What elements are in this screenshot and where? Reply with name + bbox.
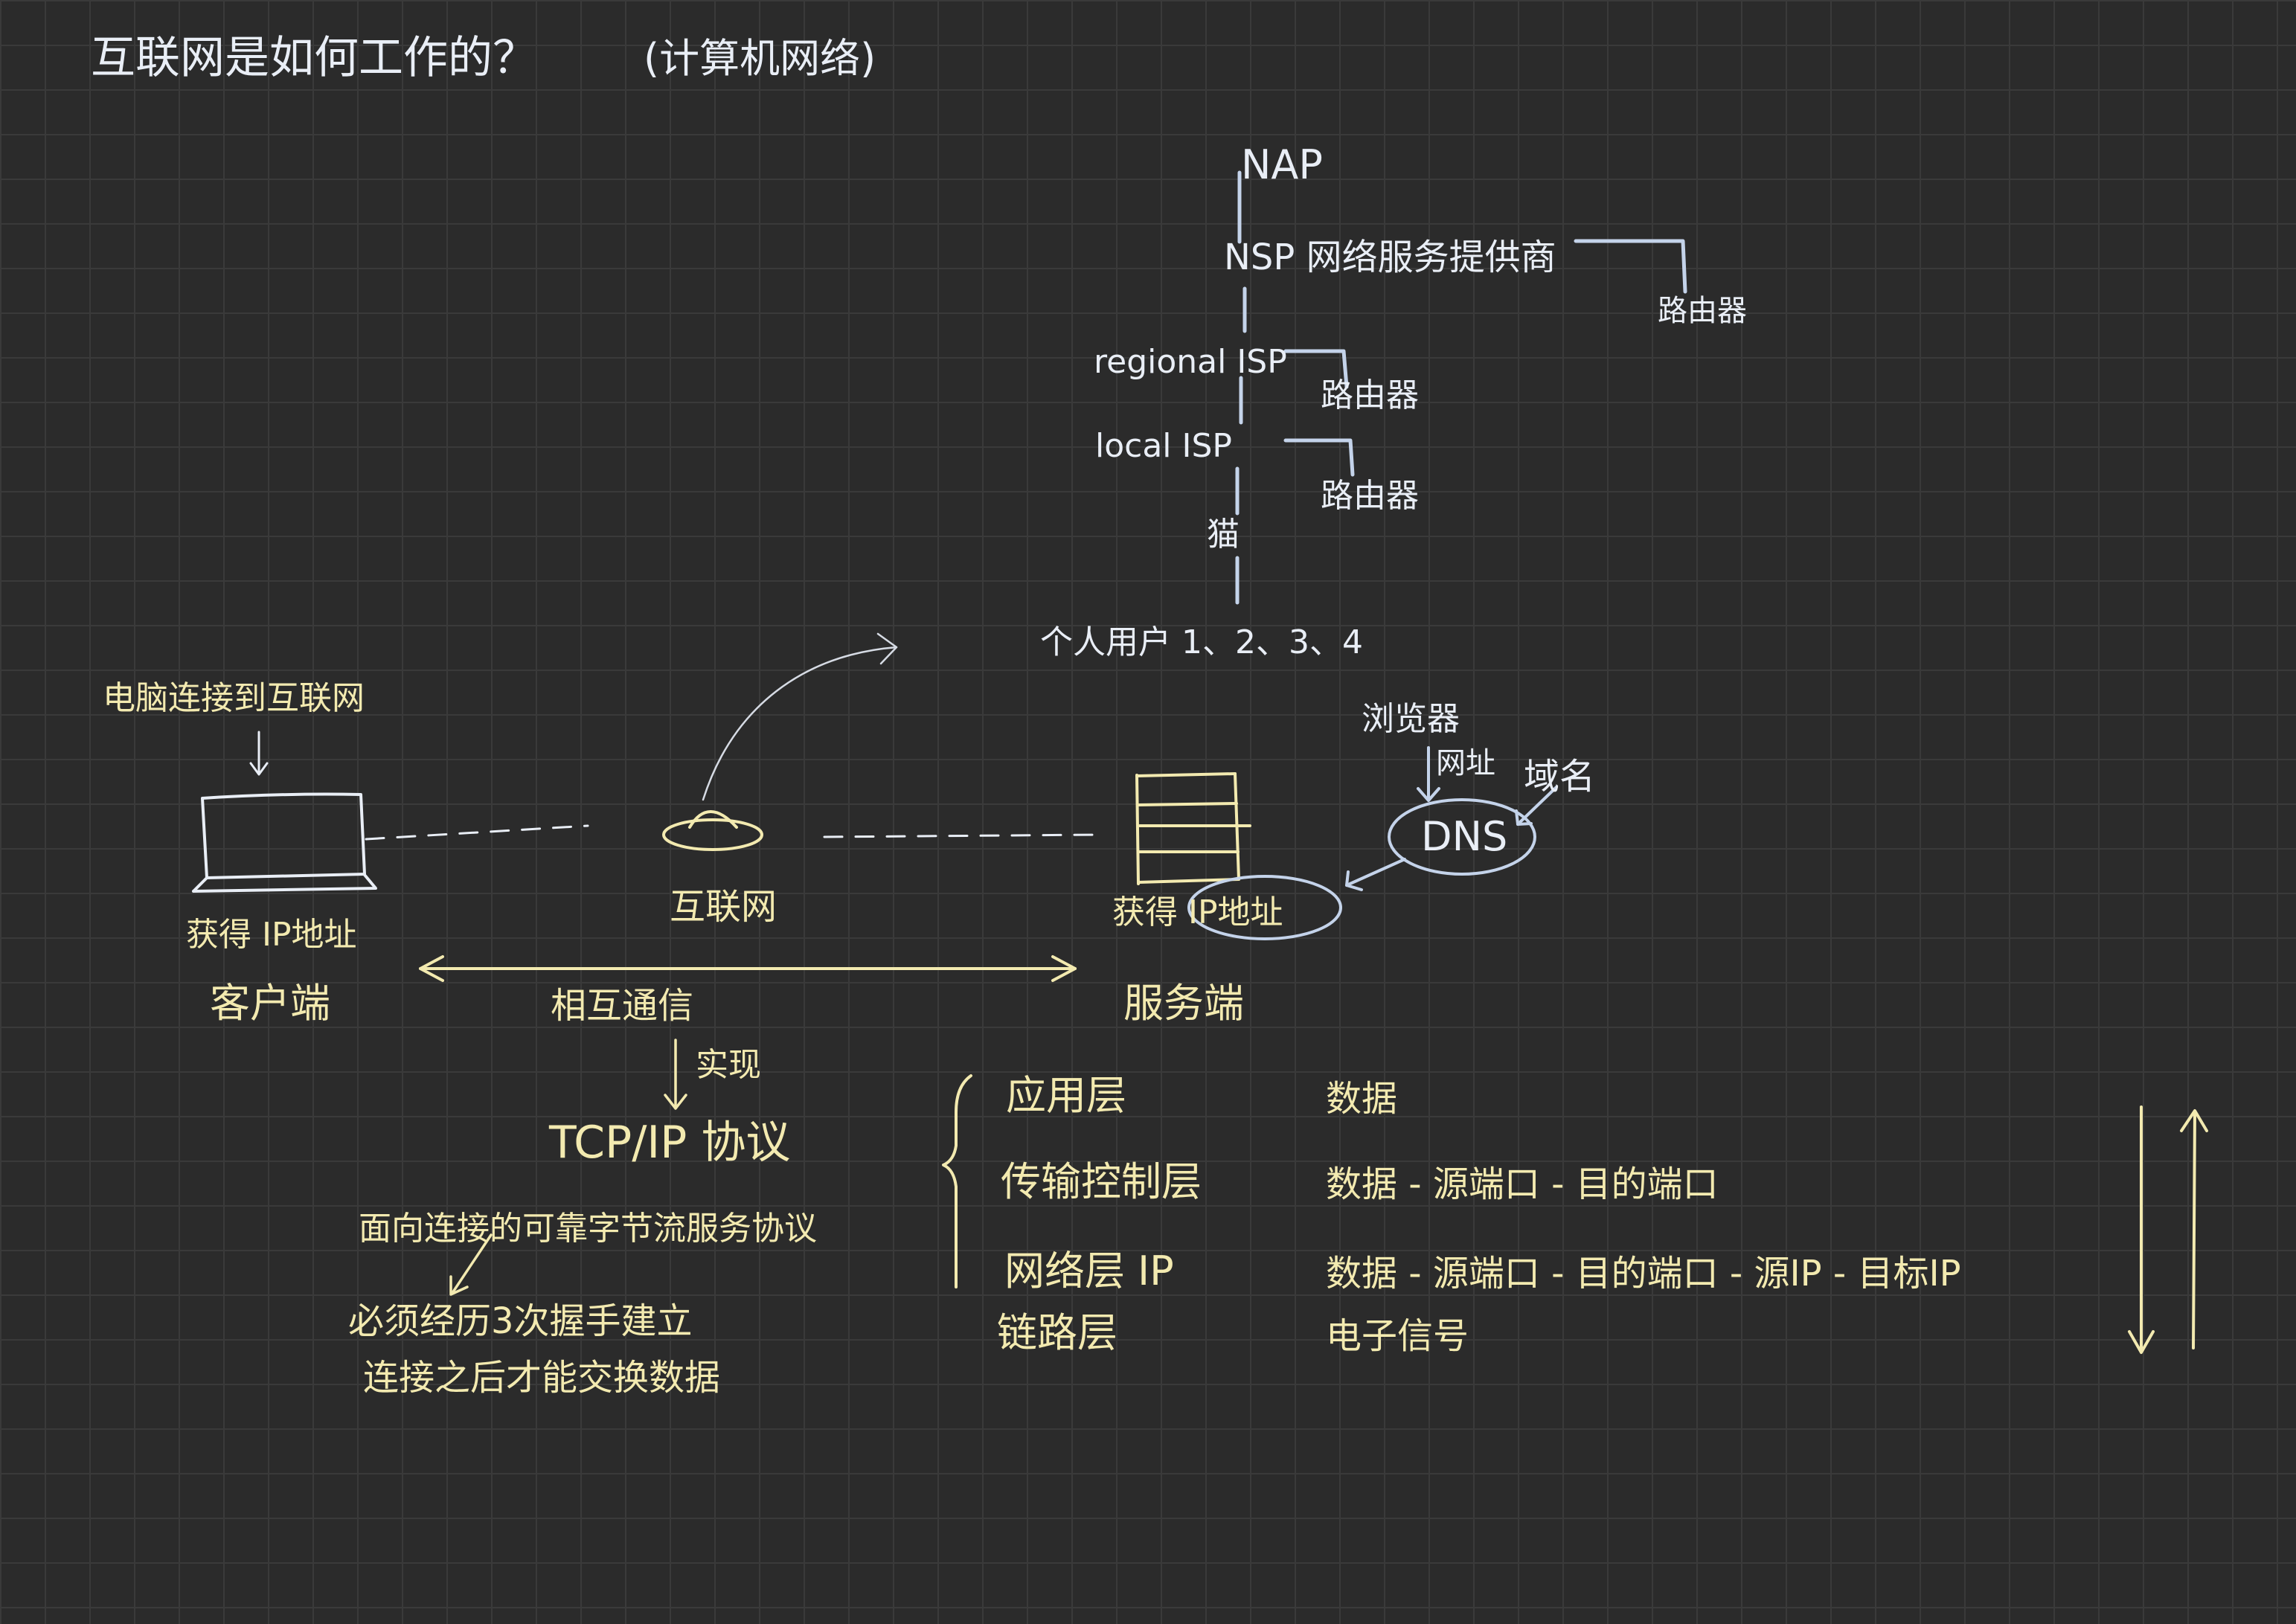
layer-data: 数据 - 源端口 - 目的端口 <box>1326 1164 1719 1205</box>
layer-data: 数据 - 源端口 - 目的端口 - 源IP - 目标IP <box>1326 1253 1961 1294</box>
layer-name: 应用层 <box>1006 1072 1126 1119</box>
local-router-branch <box>1283 438 1355 477</box>
tcp-description: 面向连接的可靠字节流服务协议 <box>359 1210 817 1248</box>
nsp-label: NSP 网络服务提供商 <box>1224 237 1556 278</box>
handshake-line-2: 连接之后才能交换数据 <box>363 1357 721 1399</box>
regional-isp-label: regional ISP <box>1094 343 1287 381</box>
connection-dashes <box>365 824 1103 841</box>
layer-name: 传输控制层 <box>1001 1158 1202 1205</box>
handshake-line-1: 必须经历3次握手建立 <box>348 1300 693 1342</box>
regional-router-label: 路由器 <box>1321 376 1419 414</box>
regional-router-branch <box>1283 349 1349 389</box>
domain-label: 域名 <box>1524 756 1596 797</box>
dns-group-strokes <box>1345 746 1558 891</box>
client-label: 客户端 <box>210 980 330 1027</box>
modem-label: 猫 <box>1207 516 1240 553</box>
globe-icon <box>662 810 763 851</box>
server-label: 服务端 <box>1123 980 1244 1027</box>
protocol-label: TCP/IP 协议 <box>549 1117 791 1169</box>
users-label: 个人用户 1、2、3、4 <box>1040 623 1363 661</box>
handshake-arrow <box>449 1233 493 1296</box>
browser-label: 浏览器 <box>1362 700 1460 738</box>
server-ip-label: 获得 IP地址 <box>1112 893 1283 931</box>
client-ip-label: 获得 IP地址 <box>186 916 357 954</box>
nsp-router-label: 路由器 <box>1658 294 1747 328</box>
caption-arrow <box>249 731 269 776</box>
communicate-label: 相互通信 <box>551 985 694 1027</box>
pc-caption: 电脑连接到互联网 <box>103 679 365 717</box>
nap-label: NAP <box>1241 141 1323 188</box>
laptop-icon <box>192 792 377 893</box>
communication-arrow <box>419 955 1077 982</box>
page-title: 互联网是如何工作的？ <box>91 32 537 84</box>
layer-brace <box>942 1074 972 1288</box>
local-isp-label: local ISP <box>1095 427 1232 465</box>
page-subtitle: (计算机网络) <box>644 35 876 82</box>
url-label: 网址 <box>1436 746 1495 780</box>
curved-arrow <box>702 632 898 801</box>
server-ip-ellipse <box>1187 875 1342 940</box>
local-router-label: 路由器 <box>1321 477 1419 515</box>
layer-data: 电子信号 <box>1326 1315 1469 1357</box>
server-icon <box>1135 772 1251 885</box>
internet-label: 互联网 <box>670 886 777 928</box>
isp-hierarchy-lines <box>1235 170 1687 605</box>
implement-label: 实现 <box>696 1046 761 1084</box>
encapsulation-arrows <box>2128 1105 2208 1354</box>
layer-data: 数据 <box>1326 1078 1398 1120</box>
dns-label: DNS <box>1421 813 1508 860</box>
nsp-router-branch <box>1574 239 1687 294</box>
layer-name: 链路层 <box>997 1309 1117 1356</box>
layer-name: 网络层 IP <box>1004 1248 1174 1294</box>
implement-arrow <box>664 1039 687 1110</box>
